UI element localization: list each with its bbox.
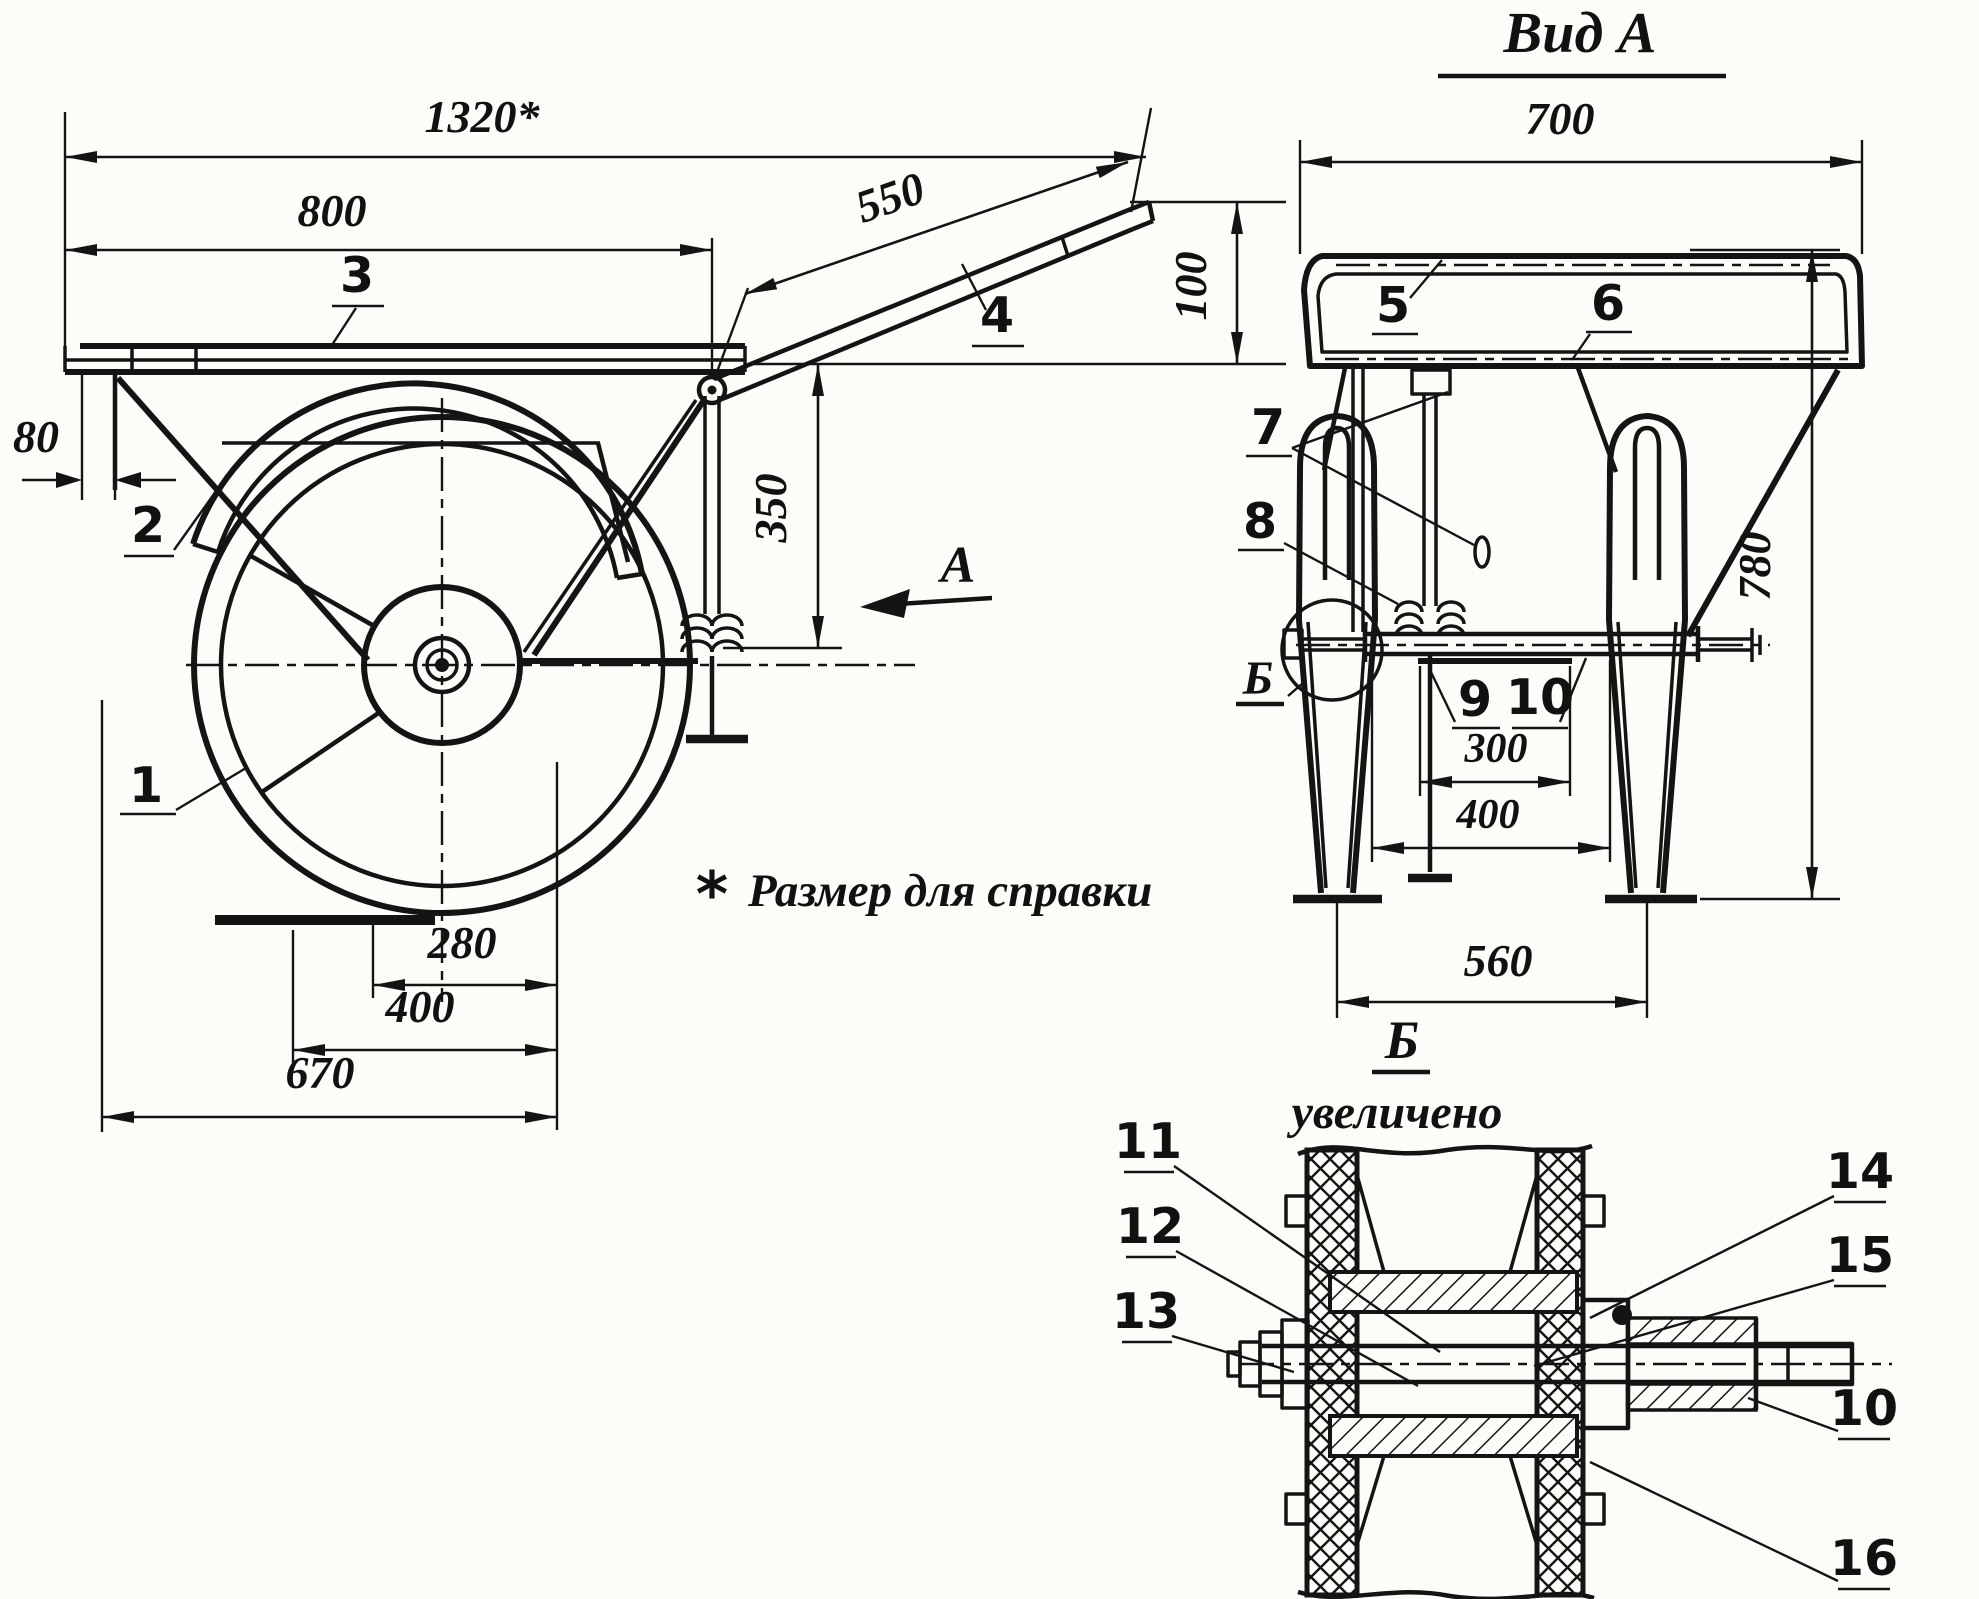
hub-axle — [1226, 1297, 1892, 1431]
dim-560-value: 560 — [1464, 935, 1533, 986]
dim-800-value: 800 — [298, 185, 367, 236]
hub-flanges — [1284, 1143, 1606, 1599]
handle-pivot — [696, 374, 728, 406]
part-label-4: 4 — [980, 287, 1014, 344]
dim-1320-value: 1320* — [425, 91, 541, 142]
part-label-16: 16 — [1830, 1530, 1898, 1587]
part-label-13: 13 — [1112, 1283, 1180, 1340]
part-label-14: 14 — [1826, 1143, 1894, 1200]
view-a-prop — [1394, 368, 1491, 883]
note-star: * — [696, 858, 728, 931]
dim-700-value: 700 — [1526, 93, 1595, 144]
detail-marker-b: Б — [1236, 598, 1384, 707]
dim-400-front-value: 400 — [1456, 792, 1520, 838]
hub-barrel — [1328, 1270, 1579, 1458]
view-direction-arrow: А — [860, 537, 993, 618]
dim-780: 780 — [1690, 248, 1840, 901]
dim-280: 280 — [371, 762, 559, 1130]
wheel — [186, 398, 915, 1002]
detail-b-part-labels: 11 12 13 14 15 10 16 — [1112, 1113, 1898, 1591]
dim-780-value: 780 — [1729, 532, 1780, 601]
dim-280-value: 280 — [427, 917, 497, 968]
dim-300-value: 300 — [1464, 726, 1528, 772]
part-label-7: 7 — [1251, 399, 1285, 456]
dim-700: 700 — [1298, 93, 1864, 254]
part-label-1: 1 — [129, 757, 163, 814]
part-label-8: 8 — [1243, 493, 1277, 550]
dim-total-length: 1320* — [63, 91, 1153, 346]
side-view: 1 2 3 4 1320* 800 — [13, 91, 1286, 1132]
dim-400-side-value: 400 — [385, 981, 455, 1032]
view-a-right-wheel — [1605, 413, 1697, 904]
dim-platform-length: 800 — [65, 185, 714, 374]
view-a: Вид А — [1236, 0, 1865, 1018]
part-label-3: 3 — [340, 247, 374, 304]
dim-handle-550: 550 — [712, 160, 1129, 381]
part-label-10a: 10 — [1506, 669, 1574, 726]
axle — [1282, 626, 1770, 664]
dim-80-value: 80 — [13, 411, 59, 462]
detail-b-letter: Б — [1384, 1010, 1419, 1070]
part-label-5: 5 — [1376, 277, 1410, 334]
dim-handle-height-100: 100 — [748, 200, 1286, 366]
part-label-9: 9 — [1458, 671, 1492, 728]
dim-offset-80: 80 — [13, 374, 176, 500]
part-label-6: 6 — [1591, 275, 1625, 332]
note-text: Размер для справки — [747, 865, 1152, 917]
dim-550-value: 550 — [849, 162, 931, 233]
detail-b-subtitle: увеличено — [1287, 1086, 1503, 1139]
view-arrowhead — [860, 589, 910, 618]
support-leg — [522, 396, 748, 744]
dim-400-front: 400 — [1370, 660, 1612, 862]
dim-100-value: 100 — [1165, 252, 1216, 321]
view-a-part-labels: 5 6 7 8 9 10 — [1238, 259, 1632, 730]
view-letter: А — [938, 537, 976, 594]
dim-300: 300 — [1418, 666, 1572, 796]
platform — [63, 343, 747, 375]
view-a-title: Вид А — [1438, 0, 1726, 79]
side-part-labels: 1 2 3 4 — [120, 247, 1024, 816]
fender — [190, 380, 645, 581]
dim-deck-height-350: 350 — [723, 364, 842, 650]
part-label-10b: 10 — [1830, 1380, 1898, 1437]
part-label-2: 2 — [131, 497, 165, 554]
view-a-title-text: Вид А — [1503, 0, 1657, 65]
detail-b: Б увеличено — [1112, 1010, 1898, 1599]
part-label-12: 12 — [1116, 1198, 1184, 1255]
dim-350-value: 350 — [745, 474, 796, 544]
hub-pin — [1612, 1305, 1632, 1325]
view-a-left-wheel — [1293, 413, 1382, 904]
detail-b-title: Б увеличено — [1287, 1010, 1503, 1139]
detail-marker-letter: Б — [1242, 652, 1274, 705]
dim-560: 560 — [1335, 903, 1649, 1018]
dim-670: 670 — [100, 700, 557, 1132]
dim-670-value: 670 — [286, 1047, 355, 1098]
part-label-11: 11 — [1114, 1113, 1182, 1170]
hopper-body — [1301, 253, 1865, 369]
reference-note: * Размер для справки — [696, 858, 1152, 931]
part-label-15: 15 — [1826, 1227, 1894, 1284]
dim-400-side: 400 — [291, 930, 557, 1063]
